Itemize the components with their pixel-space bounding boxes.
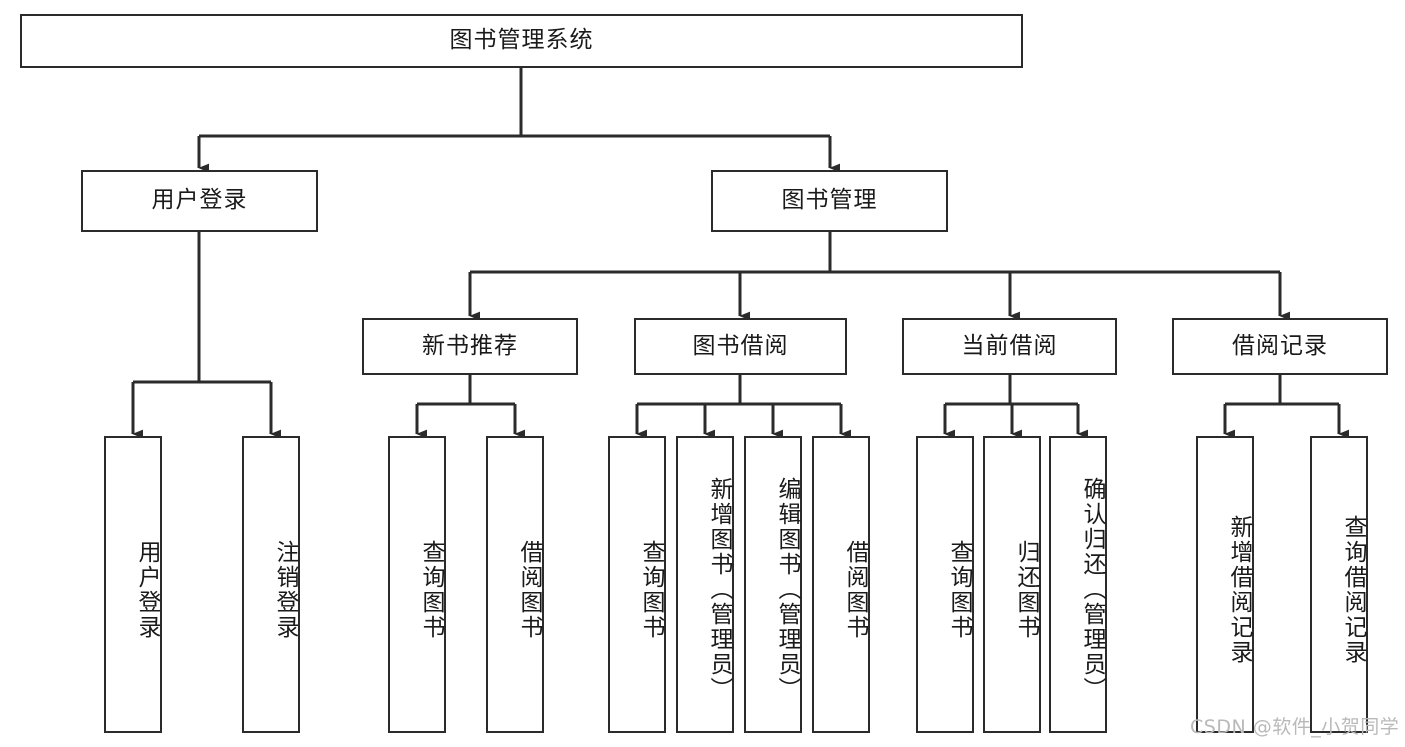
leaf-query-book-borrow[interactable]: 查询图书 bbox=[608, 436, 666, 733]
leaf-borrow-book-newbook[interactable]: 借阅图书 bbox=[486, 436, 544, 733]
leaf-query-book-current[interactable]: 查询图书 bbox=[916, 436, 974, 733]
leaf-confirm-return-admin[interactable]: 确认归还（管理员） bbox=[1049, 436, 1107, 733]
leaf-query-book-newbook[interactable]: 查询图书 bbox=[388, 436, 446, 733]
node-new-book-recommend[interactable]: 新书推荐 bbox=[362, 318, 578, 375]
leaf-add-borrow-record[interactable]: 新增借阅记录 bbox=[1196, 436, 1254, 733]
node-user-login[interactable]: 用户登录 bbox=[81, 170, 318, 232]
node-book-management[interactable]: 图书管理 bbox=[711, 170, 948, 232]
leaf-query-borrow-record[interactable]: 查询借阅记录 bbox=[1310, 436, 1368, 733]
leaf-add-book-admin[interactable]: 新增图书（管理员） bbox=[676, 436, 734, 733]
node-current-borrow[interactable]: 当前借阅 bbox=[902, 318, 1117, 375]
node-borrow-record[interactable]: 借阅记录 bbox=[1172, 318, 1388, 375]
node-root-system[interactable]: 图书管理系统 bbox=[20, 14, 1023, 68]
leaf-return-book[interactable]: 归还图书 bbox=[983, 436, 1041, 733]
leaf-edit-book-admin[interactable]: 编辑图书（管理员） bbox=[744, 436, 802, 733]
leaf-logout[interactable]: 注销登录 bbox=[242, 436, 300, 733]
node-book-borrow[interactable]: 图书借阅 bbox=[634, 318, 847, 375]
leaf-borrow-book[interactable]: 借阅图书 bbox=[812, 436, 870, 733]
leaf-user-login[interactable]: 用户登录 bbox=[104, 436, 162, 733]
